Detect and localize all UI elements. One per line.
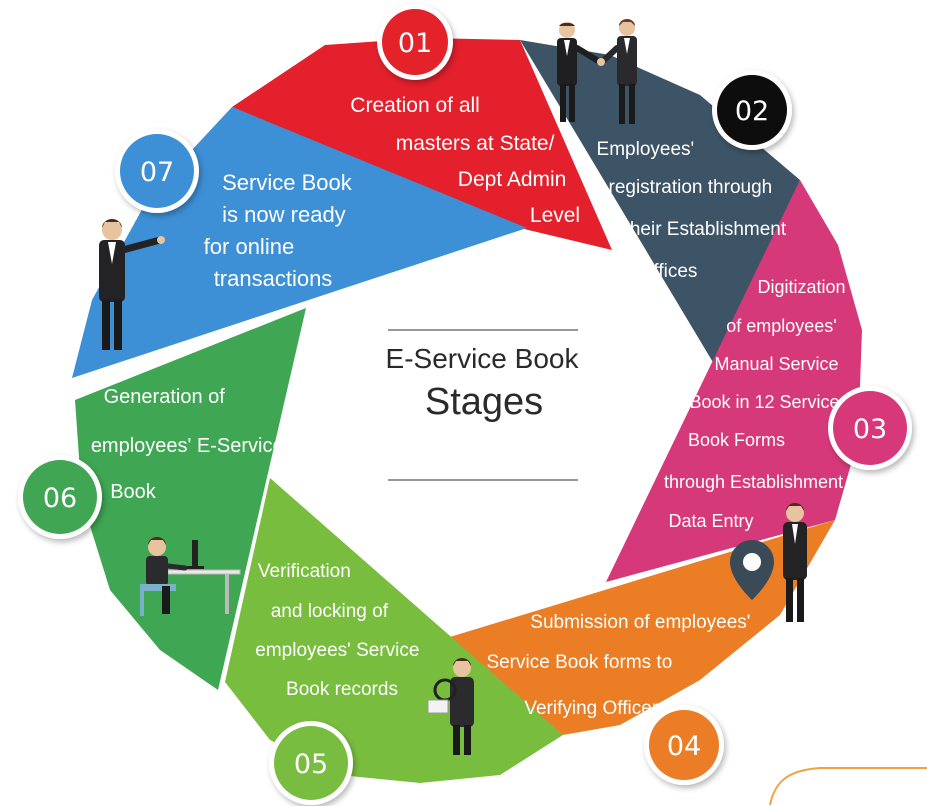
- center-title-line-1: E-Service Book: [386, 343, 580, 374]
- stage-02-line-2: registration through: [609, 177, 773, 198]
- badge-02-circle: [717, 75, 787, 145]
- badge-03: 03: [828, 386, 912, 470]
- stage-02-line-1: Employees': [597, 139, 695, 160]
- stage-02-line-3: their Establishment: [625, 219, 787, 240]
- stage-01-line-3: Dept Admin: [458, 168, 567, 191]
- magnifier-man-icon: [427, 658, 474, 755]
- stage-03-line-7: Data Entry: [668, 511, 753, 531]
- center-title-block: E-Service Book Stages: [386, 329, 580, 481]
- map-pin-man-icon: [730, 503, 807, 622]
- handshake-figures-icon: [557, 19, 637, 124]
- badge-04-number: 04: [667, 731, 701, 762]
- stage-03-line-3: Manual Service: [714, 354, 838, 374]
- segment-05: [225, 478, 563, 783]
- stage-06-line-2: employees' E-Service: [91, 435, 284, 457]
- stage-01-line-2: masters at State/: [396, 132, 555, 155]
- stage-05-line-2: and locking of: [271, 601, 389, 622]
- segment-03: [606, 180, 862, 582]
- badge-01-circle: [382, 9, 448, 75]
- badge-06-circle: [23, 460, 97, 534]
- stage-04-text: Submission of employees' Service Book fo…: [486, 612, 755, 719]
- presenter-man-icon: [99, 219, 165, 350]
- badge-07-circle: [120, 134, 194, 208]
- badge-04: 04: [644, 705, 724, 785]
- badge-03-number: 03: [853, 414, 887, 445]
- stage-01-text: Creation of all masters at State/ Dept A…: [350, 94, 580, 227]
- segment-06: [75, 308, 306, 690]
- stage-03-line-2: of employees': [726, 316, 837, 336]
- stage-04-line-2: Service Book forms to: [486, 652, 672, 673]
- stage-02-line-4: Offices: [639, 261, 698, 282]
- stage-05-line-1: Verification: [258, 561, 351, 582]
- stage-07-line-2: is now ready: [222, 202, 346, 227]
- stage-07-text: Service Book is now ready for online tra…: [204, 170, 358, 291]
- badge-06: 06: [18, 455, 102, 539]
- stage-01-line-4: Level: [530, 204, 580, 227]
- decorative-arc: [769, 767, 927, 806]
- badge-05-circle: [274, 726, 348, 800]
- badge-01-number: 01: [398, 28, 432, 59]
- stage-03-line-1: Digitization: [757, 277, 845, 297]
- badge-03-circle: [833, 391, 907, 465]
- stage-03-line-5: Book Forms: [688, 430, 785, 450]
- stage-06-text: Generation of employees' E-Service Book: [91, 386, 289, 503]
- desk-worker-icon: [140, 537, 241, 616]
- stage-06-line-1: Generation of: [104, 386, 226, 408]
- stage-01-line-1: Creation of all: [350, 94, 480, 117]
- stage-02-text: Employees' registration through their Es…: [597, 139, 792, 282]
- badge-01: 01: [377, 4, 453, 80]
- stage-05-text: Verification and locking of employees' S…: [255, 561, 424, 700]
- badge-02: 02: [712, 70, 792, 150]
- badge-07: 07: [115, 129, 199, 213]
- stage-03-line-6: through Establishment: [664, 472, 843, 492]
- stage-07-line-1: Service Book: [222, 170, 353, 195]
- center-title-line-2: Stages: [425, 381, 543, 423]
- badge-05: 05: [269, 721, 353, 805]
- stage-06-line-3: Book: [110, 481, 157, 503]
- stage-05-line-4: Book records: [286, 679, 398, 700]
- stage-03-text: Digitization of employees' Manual Servic…: [664, 277, 851, 531]
- badge-06-number: 06: [43, 483, 77, 514]
- stage-07-line-3: for online: [204, 234, 295, 259]
- badge-05-number: 05: [294, 749, 328, 780]
- badge-07-number: 07: [140, 157, 174, 188]
- stage-04-line-1: Submission of employees': [530, 612, 750, 633]
- stage-03-line-4: Book in 12 Service: [689, 392, 839, 412]
- badge-02-number: 02: [735, 96, 769, 127]
- stage-07-line-4: transactions: [214, 266, 333, 291]
- stage-05-line-3: employees' Service: [255, 640, 419, 661]
- badge-04-circle: [649, 710, 719, 780]
- segment-01: [232, 38, 612, 250]
- stage-04-line-3: Verifying Officers: [524, 698, 667, 719]
